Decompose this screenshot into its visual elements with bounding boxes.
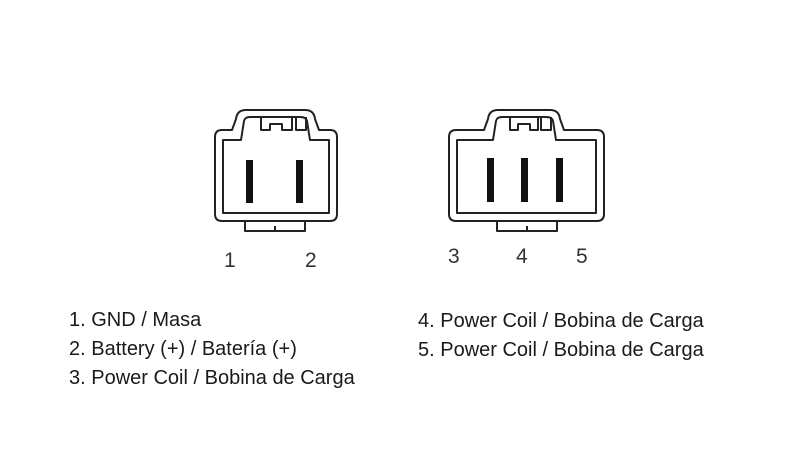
three-pin-connector-inner [456, 116, 597, 214]
terminal-3 [487, 158, 494, 202]
legend-right: 4. Power Coil / Bobina de Carga 5. Power… [418, 307, 704, 365]
three-pin-key-notch [540, 117, 552, 131]
legend-left: 1. GND / Masa 2. Battery (+) / Batería (… [69, 306, 355, 393]
terminal-2 [296, 160, 303, 203]
legend-item-4: 4. Power Coil / Bobina de Carga [418, 310, 704, 332]
legend-item-3: 3. Power Coil / Bobina de Carga [69, 367, 355, 389]
two-pin-key-notch [295, 117, 307, 131]
pin-number-4: 4 [516, 245, 528, 268]
terminal-4 [521, 158, 528, 202]
legend-item-1: 1. GND / Masa [69, 309, 202, 331]
three-pin-latch [509, 117, 539, 131]
terminal-1 [246, 160, 253, 203]
three-pin-connector [448, 109, 605, 232]
three-pin-connector-outer [448, 109, 605, 222]
legend-item-5: 5. Power Coil / Bobina de Carga [418, 339, 704, 361]
pin-number-3: 3 [448, 245, 460, 268]
pin-number-5: 5 [576, 245, 588, 268]
legend-item-2: 2. Battery (+) / Batería (+) [69, 338, 297, 360]
pin-number-1: 1 [224, 249, 236, 272]
two-pin-connector-outer [214, 109, 338, 222]
two-pin-latch [260, 117, 293, 131]
terminal-5 [556, 158, 563, 202]
two-pin-connector-inner [222, 116, 330, 214]
pin-number-2: 2 [305, 249, 317, 272]
two-pin-connector [214, 109, 338, 232]
